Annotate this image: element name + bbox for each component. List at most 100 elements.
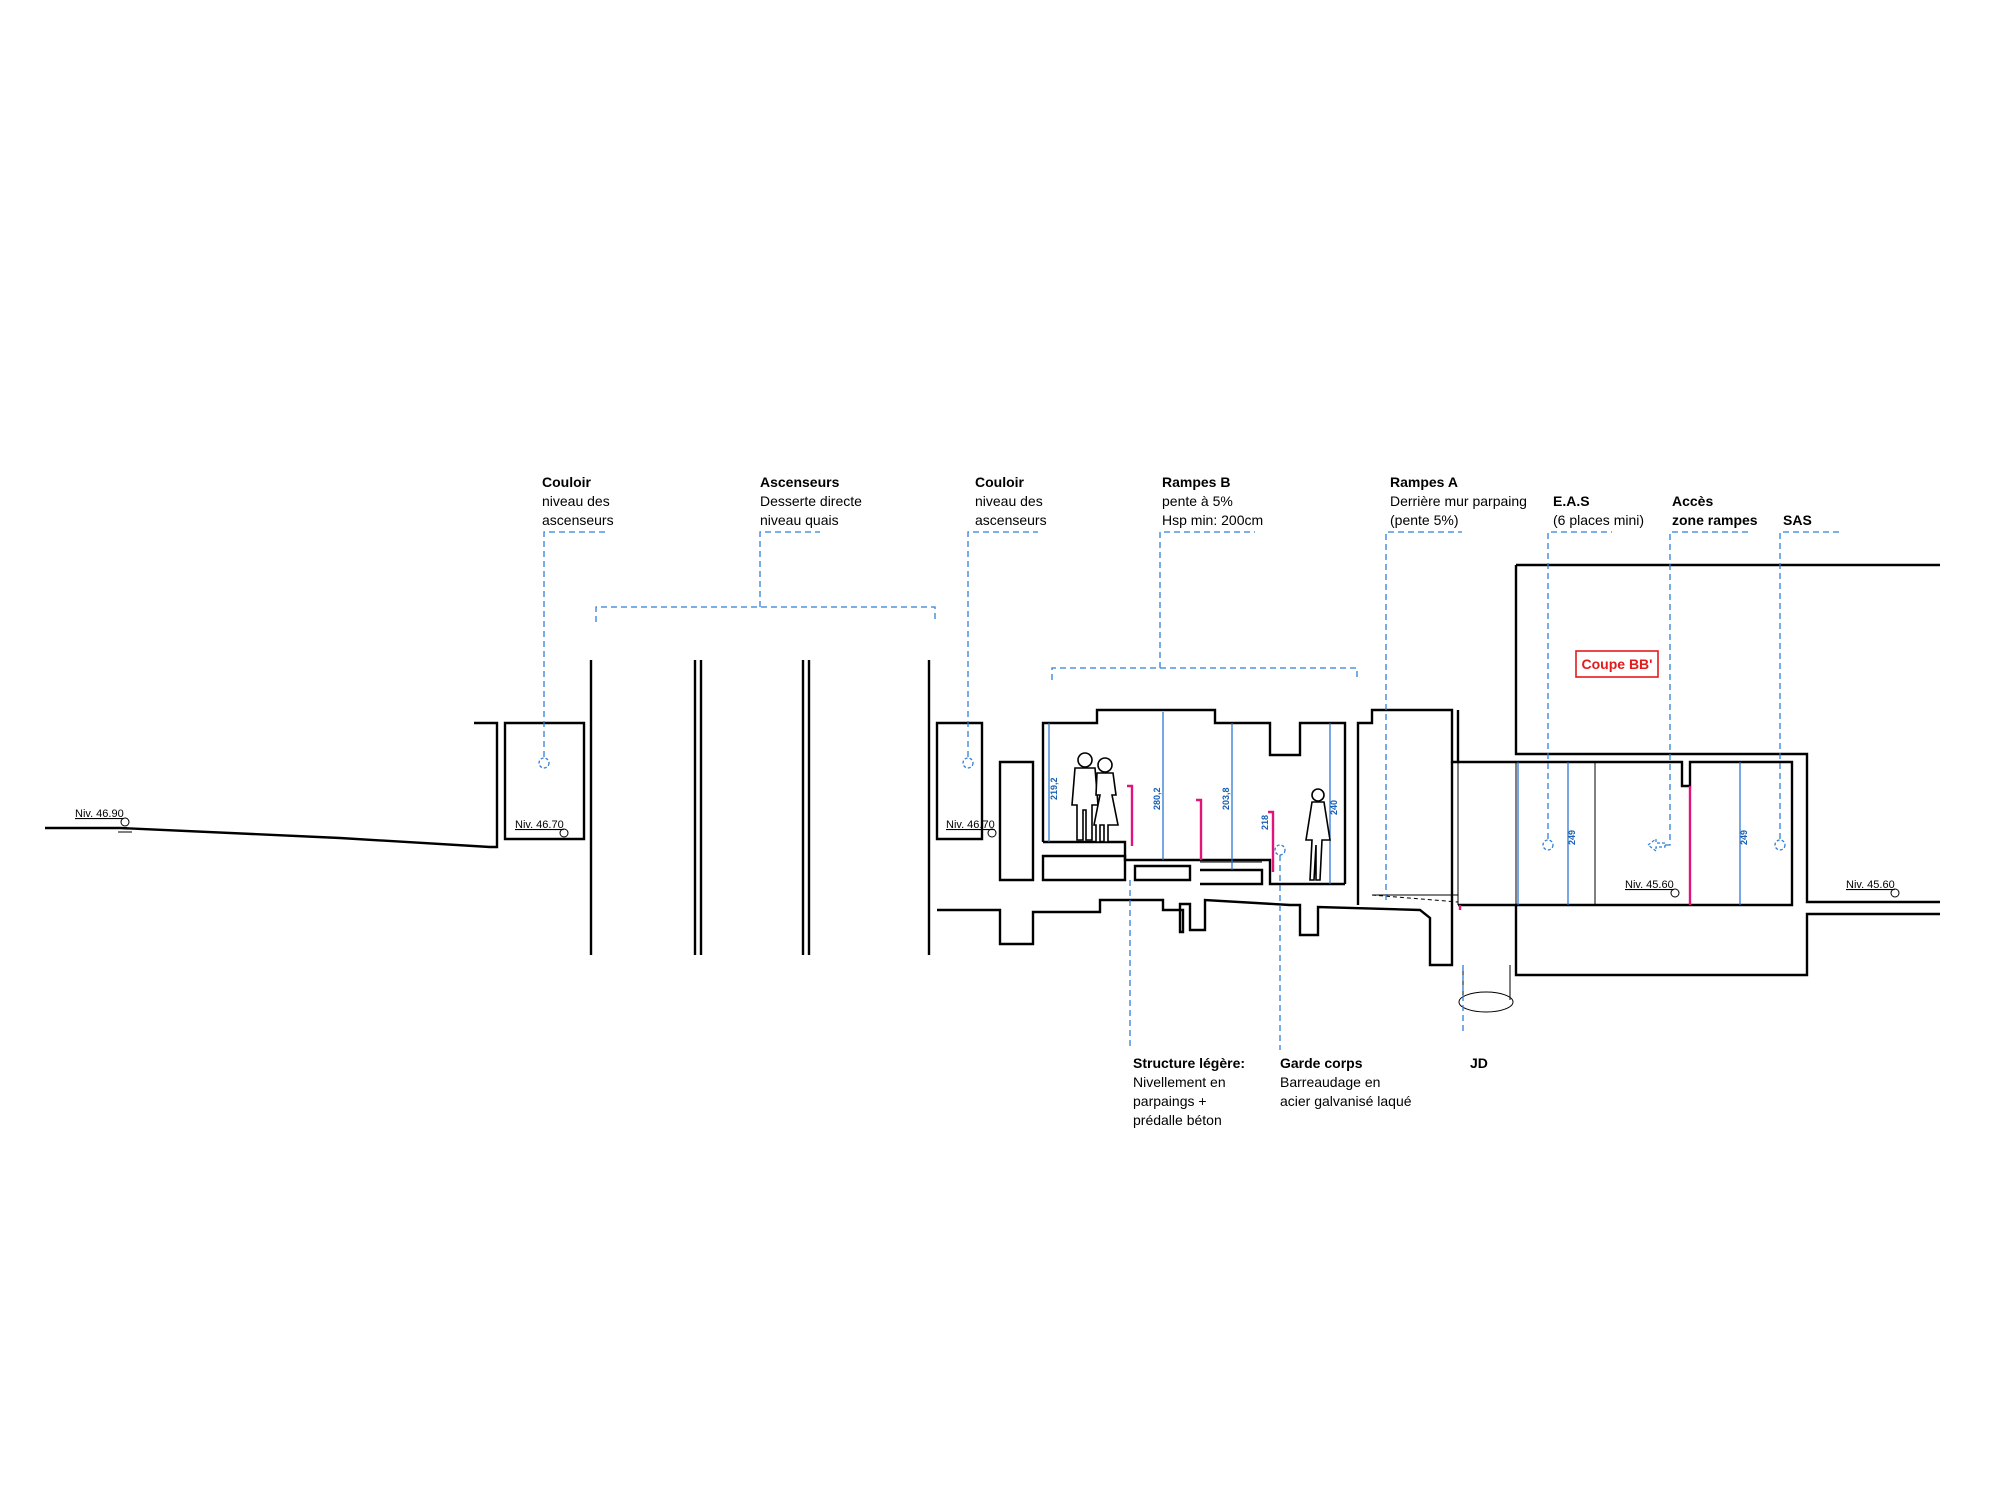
acces-title: Accès xyxy=(1672,493,1713,509)
railing-2 xyxy=(1196,798,1203,860)
level-markers: Niv. 46.90 Niv. 46.70 Niv. 46.70 Niv. 45… xyxy=(75,808,1900,898)
eas-room xyxy=(1458,760,1794,907)
jd-title: JD xyxy=(1470,1055,1488,1071)
structure-walls xyxy=(45,563,1940,1013)
floor-slab-2 xyxy=(1133,864,1192,882)
sas-title: SAS xyxy=(1783,512,1812,528)
level-4670-b: Niv. 46.70 xyxy=(946,819,995,831)
structure-title: Structure légère: xyxy=(1133,1055,1245,1071)
jd-pipe-walls xyxy=(1462,965,1511,1000)
ascenseurs-line2: niveau quais xyxy=(760,512,839,528)
marker-eas xyxy=(1542,839,1554,851)
level-4670-a: Niv. 46.70 xyxy=(515,819,564,831)
leader-rampes-b xyxy=(1159,531,1255,668)
leader-rampes-a xyxy=(1385,531,1462,900)
garde-corps-line2: acier galvanisé laqué xyxy=(1280,1093,1412,1109)
dim-text-2: 280,2 xyxy=(1152,787,1162,810)
couloir-left-title: Couloir xyxy=(542,474,592,490)
railing-3 xyxy=(1268,810,1275,872)
floor-slab-3 xyxy=(1200,868,1264,886)
person-woman-head xyxy=(1097,757,1113,773)
ascenseurs-title: Ascenseurs xyxy=(760,474,840,490)
floor-slab-1 xyxy=(1041,854,1127,882)
leader-ascenseurs xyxy=(759,531,820,607)
structure-line1: Nivellement en xyxy=(1133,1074,1226,1090)
couloir-left-line2: ascenseurs xyxy=(542,512,614,528)
people-figures xyxy=(1071,752,1331,881)
couloir-right-line1: niveau des xyxy=(975,493,1043,509)
eas-title: E.A.S xyxy=(1553,493,1590,509)
level-4560-b-icon xyxy=(1890,888,1900,898)
railing-1 xyxy=(1127,784,1134,846)
rampes-b-line2: Hsp min: 200cm xyxy=(1162,512,1263,528)
eas-line1: (6 places mini) xyxy=(1553,512,1644,528)
rampes-b-floor xyxy=(1043,840,1345,886)
couloir-left-line1: niveau des xyxy=(542,493,610,509)
lower-slab-right xyxy=(1458,903,1940,977)
corridor-box-left xyxy=(503,721,586,841)
level-4690-icon xyxy=(120,817,130,827)
level-4670-b-icon xyxy=(987,828,997,838)
level-4560-a: Niv. 45.60 xyxy=(1625,879,1674,891)
couloir-right-title: Couloir xyxy=(975,474,1025,490)
rampes-b-line1: pente à 5% xyxy=(1162,493,1233,509)
marker-couloir-left xyxy=(538,757,550,769)
leader-sas xyxy=(1779,531,1840,839)
annotations: Couloir niveau des ascenseurs Ascenseurs… xyxy=(542,474,1812,1128)
person-girl-body xyxy=(1305,801,1331,881)
ramp-slope-line xyxy=(1371,894,1459,903)
level-4560-a-icon xyxy=(1670,888,1680,898)
section-title-text: Coupe BB' xyxy=(1582,656,1653,672)
corridor-box-right xyxy=(935,721,984,841)
person-man-body xyxy=(1071,767,1099,841)
rampes-b-chamber xyxy=(1041,708,1347,884)
person-man-head xyxy=(1077,752,1093,768)
leader-rampes-b-bracket xyxy=(1051,667,1358,680)
section-title-box xyxy=(1575,650,1659,678)
garde-corps-line1: Barreaudage en xyxy=(1280,1074,1380,1090)
acces-line1: zone rampes xyxy=(1672,512,1758,528)
rampes-a-wall xyxy=(1356,708,1460,905)
level-4670-a-icon xyxy=(559,828,569,838)
section-title: Coupe BB' xyxy=(1575,650,1659,678)
leader-couloir-left xyxy=(543,531,606,757)
upper-building-outline xyxy=(1514,565,1940,904)
structure-line2: parpaings + xyxy=(1133,1093,1207,1109)
marker-sas xyxy=(1774,839,1786,851)
person-girl-head xyxy=(1311,788,1325,802)
marker-couloir-right xyxy=(962,757,974,769)
dim-text-7: 249 xyxy=(1739,830,1749,845)
ascenseurs-line1: Desserte directe xyxy=(760,493,862,509)
rampes-a-title: Rampes A xyxy=(1390,474,1458,490)
dimension-texts: 219,2 280,2 203,8 218 240 249 249 xyxy=(1049,777,1749,845)
dim-text-4: 218 xyxy=(1260,815,1270,830)
markers xyxy=(538,757,1786,856)
leader-lines xyxy=(543,531,1840,1050)
level-4690: Niv. 46.90 xyxy=(75,808,124,820)
rampes-a-line2: (pente 5%) xyxy=(1390,512,1458,528)
structure-line3: prédalle béton xyxy=(1133,1112,1222,1128)
rampes-b-title: Rampes B xyxy=(1162,474,1230,490)
leader-couloir-right xyxy=(967,531,1038,757)
marker-garde-corps xyxy=(1274,844,1286,856)
dimension-lines xyxy=(1048,712,1741,905)
rampes-a-line1: Derrière mur parpaing xyxy=(1390,493,1527,509)
person-woman-body xyxy=(1093,772,1119,843)
leader-ascenseurs-bracket xyxy=(595,606,936,622)
couloir-right-line2: ascenseurs xyxy=(975,512,1047,528)
dim-text-5: 240 xyxy=(1329,800,1339,815)
foundation-profile xyxy=(937,898,1454,967)
ground-line-left xyxy=(45,721,499,849)
garde-corps-title: Garde corps xyxy=(1280,1055,1363,1071)
guard-rails xyxy=(1127,784,1692,910)
dim-text-1: 219,2 xyxy=(1049,777,1059,800)
level-4560-b: Niv. 45.60 xyxy=(1846,879,1895,891)
leader-acces xyxy=(1665,531,1752,846)
arrow-acces-icon xyxy=(1647,837,1666,853)
dim-text-3: 203,8 xyxy=(1221,787,1231,810)
leader-eas xyxy=(1547,531,1612,839)
dim-text-6: 249 xyxy=(1567,830,1577,845)
column-block xyxy=(998,760,1035,882)
jd-pipe xyxy=(1458,991,1514,1013)
